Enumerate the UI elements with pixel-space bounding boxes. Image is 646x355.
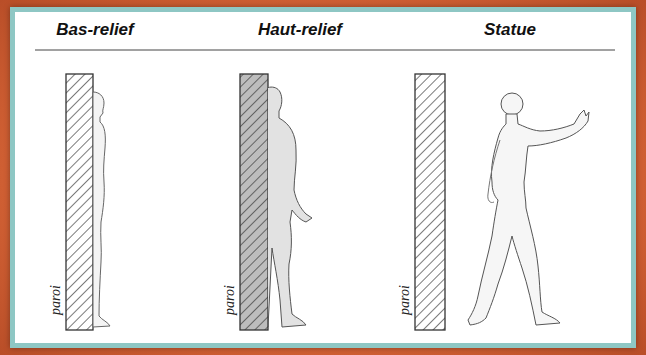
column-heading: Haut-relief	[258, 20, 342, 40]
wall-hatching	[240, 74, 268, 330]
column-heading: Statue	[484, 20, 536, 40]
header-rule	[35, 50, 615, 51]
wall	[415, 74, 445, 330]
wall-label: paroi	[222, 285, 238, 315]
statue-arm-contour	[488, 140, 500, 203]
column-heading: Bas-relief	[56, 20, 133, 40]
wall-label: paroi	[397, 285, 413, 315]
statue-head	[501, 93, 523, 115]
haut-relief-figure	[268, 87, 312, 327]
wall	[66, 74, 93, 330]
wall	[240, 74, 268, 330]
wall-label: paroi	[48, 285, 64, 315]
bas-relief-figure	[93, 92, 110, 327]
statue-figure	[468, 110, 589, 325]
